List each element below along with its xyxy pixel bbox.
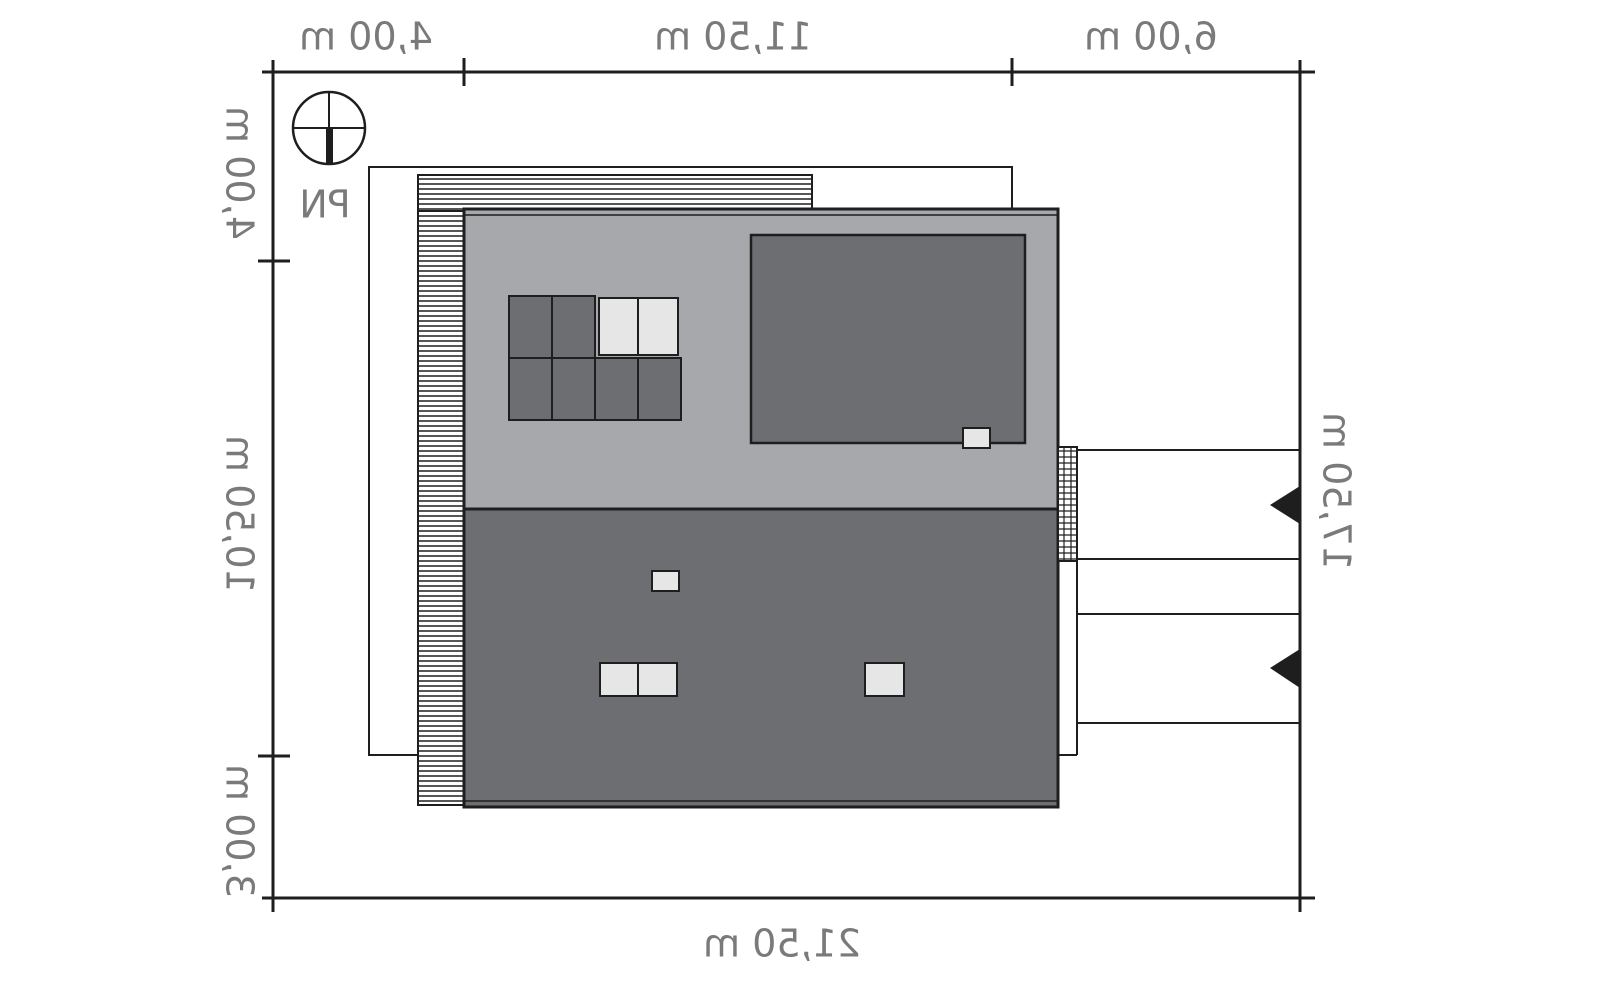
dimension-labels: 4,00 m 11,50 m 6,00 m 21,50 m 4,00 m 10,… <box>218 15 1359 966</box>
roof <box>462 207 1060 809</box>
dim-left-3: 3,00 m <box>218 764 262 898</box>
dim-left-2: 10,50 m <box>218 435 262 593</box>
dim-top-3: 6,00 m <box>1084 15 1218 59</box>
dim-right: 17,50 m <box>1315 412 1359 570</box>
roof-lower <box>462 507 1060 809</box>
terrace-outline <box>368 166 1013 756</box>
entrance-lines <box>1058 449 1300 756</box>
dim-top-1: 4,00 m <box>299 15 433 59</box>
roof-panel <box>749 233 1027 445</box>
entrance-arrow-icon <box>1270 486 1300 524</box>
skylights <box>599 427 991 697</box>
dim-top-2: 11,50 m <box>654 15 812 59</box>
dimension-lines <box>258 58 1315 912</box>
facade-strip-top <box>417 174 813 212</box>
solar-panels <box>508 295 682 421</box>
dim-left-1: 4,00 m <box>218 106 262 240</box>
dim-bottom: 21,50 m <box>703 922 861 966</box>
compass-label: PN <box>299 183 350 227</box>
entrance-arrows <box>1270 486 1300 688</box>
facade-strip-left <box>417 174 465 806</box>
compass: PN <box>291 90 367 227</box>
side-grid <box>1057 446 1078 562</box>
entrance-arrow-icon <box>1270 649 1300 688</box>
